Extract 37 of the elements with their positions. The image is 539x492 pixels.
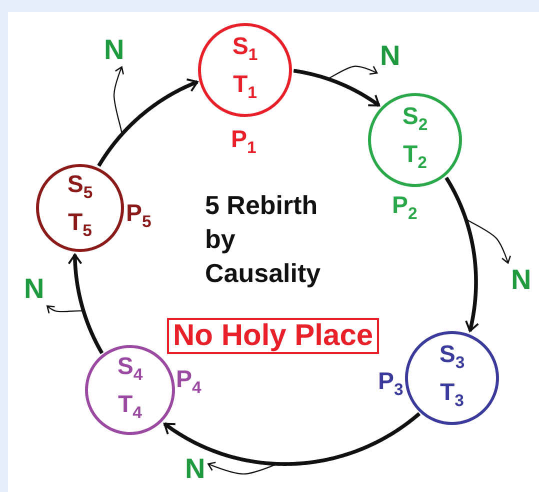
state-label: S$_{2}$	[402, 102, 428, 136]
arrow	[163, 412, 421, 466]
outcome-label: N	[24, 275, 44, 303]
state-circle	[368, 93, 462, 187]
arrow	[446, 177, 511, 264]
state-label: S$_{3}$	[439, 340, 465, 374]
outcome-label: N	[380, 42, 400, 70]
arrow	[97, 78, 198, 167]
arrow	[46, 305, 102, 354]
arrow	[68, 254, 104, 354]
center-caption: 5 Rebirth by Causality	[205, 189, 322, 290]
place-label: P$_{2}$	[392, 192, 418, 224]
arrow	[292, 68, 380, 107]
state-circle	[36, 164, 124, 252]
place-label: P$_{4}$	[176, 366, 202, 398]
outcome-label: N	[511, 266, 532, 294]
arrow	[98, 66, 124, 166]
state-label: S$_{4}$	[117, 352, 143, 386]
state-label: T$_{3}$	[440, 378, 464, 412]
arrow	[444, 176, 480, 332]
state-label: S$_{1}$	[232, 32, 258, 66]
state-circle	[405, 331, 499, 425]
boxed-caption: No Holy Place	[167, 318, 380, 354]
place-label: P$_{1}$	[231, 126, 256, 158]
state-label: T$_{1}$	[232, 70, 257, 104]
outcome-label: N	[104, 36, 124, 64]
place-label: P$_{5}$	[126, 200, 152, 232]
place-label: P$_{3}$	[378, 368, 404, 400]
outcome-label: N	[185, 455, 206, 483]
arrow	[208, 413, 420, 475]
state-circle	[198, 23, 292, 117]
state-label: T$_{2}$	[402, 140, 427, 174]
state-label: T$_{4}$	[118, 390, 142, 424]
state-circle	[85, 345, 175, 435]
state-label: S$_{5}$	[67, 170, 93, 204]
state-label: T$_{5}$	[68, 208, 92, 242]
arrow	[294, 66, 378, 80]
